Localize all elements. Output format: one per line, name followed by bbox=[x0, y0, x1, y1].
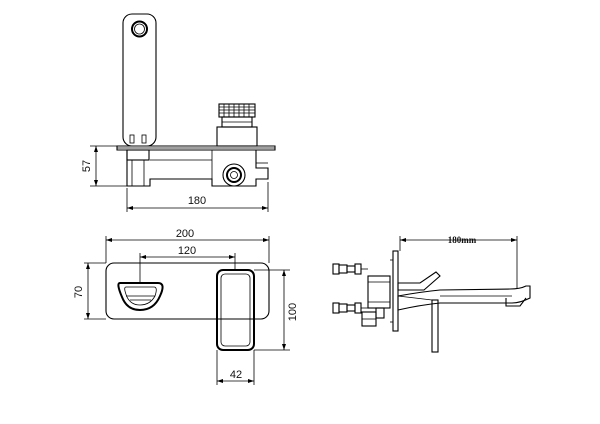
side-view-plate bbox=[390, 250, 399, 332]
front-view-handle-height-label: 100 bbox=[287, 303, 299, 321]
top-view-plate bbox=[116, 145, 276, 151]
side-view-handle bbox=[397, 271, 441, 353]
front-view: 200 120 70 100 bbox=[73, 228, 299, 385]
side-view-reach-label: 180mm bbox=[448, 235, 477, 245]
front-view-handle bbox=[216, 269, 255, 351]
top-view-width-dimension: 180 bbox=[126, 182, 269, 212]
front-view-handle-height-dimension: 100 bbox=[254, 269, 299, 351]
top-view-body bbox=[126, 149, 269, 187]
front-view-overall-width-dimension: 200 bbox=[105, 228, 270, 263]
top-view-height-dimension: 57 bbox=[81, 145, 127, 187]
front-view-inner-width-dimension: 120 bbox=[139, 245, 236, 283]
side-view: 180mm bbox=[332, 235, 531, 353]
front-view-height-label: 70 bbox=[73, 286, 85, 298]
top-view-handle bbox=[216, 103, 258, 147]
front-view-overall-width-label: 200 bbox=[176, 228, 194, 240]
top-view-height-label: 57 bbox=[81, 160, 93, 172]
side-view-reach-dimension: 180mm bbox=[399, 235, 518, 289]
front-view-height-dimension: 70 bbox=[73, 262, 106, 320]
front-view-plate bbox=[105, 262, 270, 320]
top-view: 180 57 bbox=[81, 13, 276, 212]
front-view-handle-width-label: 42 bbox=[230, 369, 242, 381]
front-view-spout-outlet bbox=[117, 282, 164, 312]
top-view-spout bbox=[122, 13, 157, 147]
top-view-width-label: 180 bbox=[188, 195, 206, 207]
side-view-spout bbox=[397, 285, 531, 311]
front-view-handle-width-dimension: 42 bbox=[216, 350, 255, 385]
side-view-body bbox=[361, 275, 391, 327]
front-view-inner-width-label: 120 bbox=[178, 245, 196, 257]
side-view-inlets bbox=[332, 263, 368, 314]
